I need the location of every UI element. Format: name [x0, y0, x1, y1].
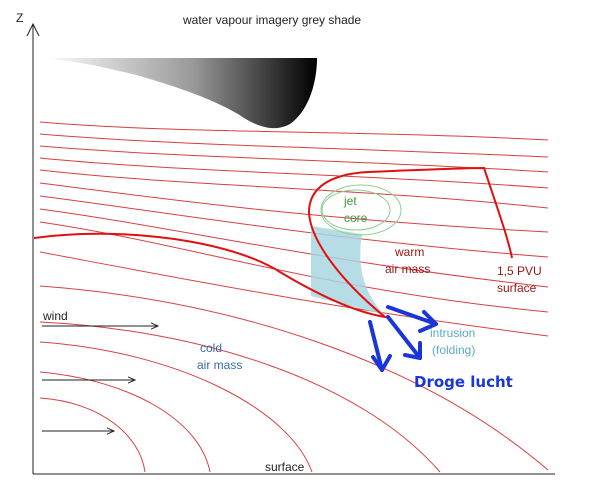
- dry-air-arrows: [368, 305, 438, 372]
- isentrope-line: [39, 221, 549, 313]
- axes: Z: [16, 11, 555, 475]
- diagram-title: water vapour imagery grey shade: [182, 13, 361, 27]
- isentrope-line: [39, 169, 549, 209]
- isentrope-line: [39, 397, 146, 473]
- intrusion-label-line2: (folding): [432, 343, 475, 357]
- isentrope-line: [39, 195, 549, 258]
- dry-air-arrow-shaft: [386, 315, 422, 360]
- intrusion-label-line1: intrusion: [430, 326, 475, 340]
- intrusion-fold-region: [311, 226, 385, 315]
- dry-air-arrowhead: [371, 354, 392, 372]
- jet-core-label-line2: core: [344, 211, 368, 225]
- cold-air-mass-label-line2: air mass: [197, 358, 242, 372]
- jet-core-rings: [320, 184, 402, 236]
- dry-air-arrow-shaft: [368, 320, 384, 372]
- pvu-surface-label-line2: surface: [497, 281, 537, 295]
- lower-isentropes: [39, 285, 549, 473]
- jet-core-label-line1: jet: [343, 194, 357, 208]
- isentrope-line: [39, 121, 549, 141]
- droge-lucht-label: Droge lucht: [414, 373, 513, 391]
- pvu-surface-label-line1: 1,5 PVU: [497, 264, 542, 278]
- warm-air-mass-label-line1: warm: [394, 245, 424, 259]
- water-vapour-grey-shade: [40, 58, 317, 129]
- z-axis-label: Z: [16, 11, 23, 25]
- wind-label: wind: [42, 309, 68, 323]
- surface-label: surface: [265, 460, 305, 474]
- dry-air-arrow-shaft: [386, 305, 438, 326]
- jet-core-outer-ring: [320, 184, 402, 236]
- isentrope-line: [39, 321, 441, 473]
- z-axis-arrowhead: [26, 22, 40, 37]
- isentrope-line: [39, 208, 549, 288]
- isentrope-line: [39, 133, 549, 158]
- upper-isentropes: [39, 121, 549, 337]
- jet-core-inner-ring: [321, 189, 391, 231]
- wind-arrows: [42, 326, 158, 431]
- isentrope-line: [39, 285, 549, 471]
- dry-air-arrowhead: [403, 341, 422, 360]
- isentrope-line: [39, 341, 313, 473]
- dry-air-arrowhead: [418, 310, 438, 333]
- isentrope-line: [39, 371, 211, 473]
- isentrope-line: [39, 157, 549, 189]
- cold-air-mass-label-line1: cold: [200, 341, 222, 355]
- isentrope-line: [39, 251, 549, 337]
- pvu-surface-line: [33, 166, 513, 319]
- isentrope-line: [39, 182, 549, 233]
- warm-air-mass-label-line2: air mass: [385, 262, 430, 276]
